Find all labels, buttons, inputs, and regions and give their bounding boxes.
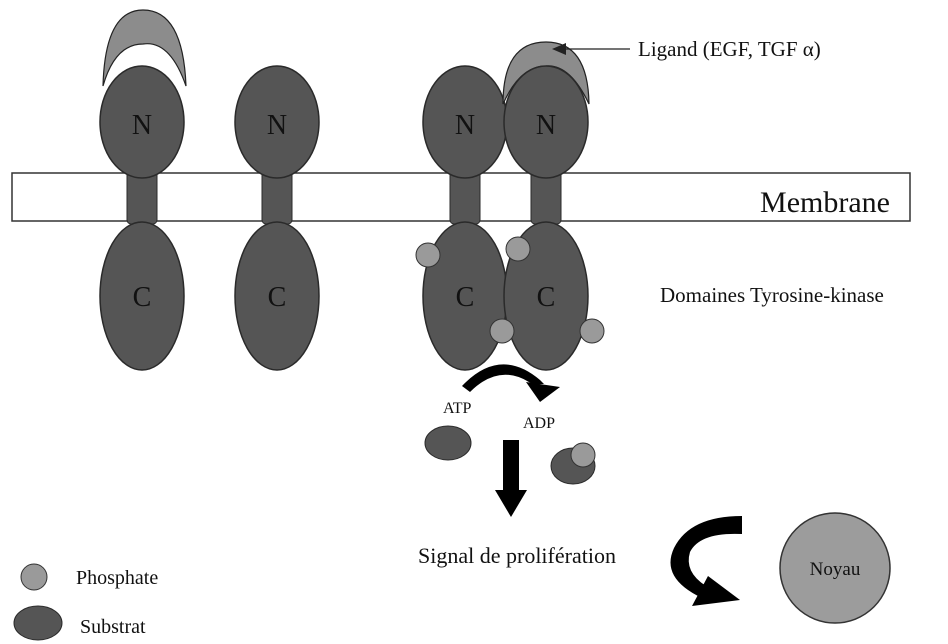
signal-to-nucleus-arrow <box>670 516 742 598</box>
receptor-c-label: C <box>537 282 556 313</box>
legend-substrat-swatch <box>13 605 63 641</box>
noyau-label: Noyau <box>810 559 861 580</box>
receptor-n-label: N <box>267 110 287 141</box>
receptor-n-domain <box>503 65 589 179</box>
down-arrow-head <box>495 490 527 517</box>
atp-adp-arrow <box>462 364 544 392</box>
receptor-2: N C <box>234 65 320 371</box>
ligand-pointer-head <box>552 43 566 55</box>
receptor-c-domain <box>234 221 320 371</box>
atp-label: ATP <box>443 400 472 417</box>
legend-phosphate-label: Phosphate <box>76 567 158 589</box>
receptor-1: N C <box>99 65 185 371</box>
signal-label: Signal de prolifération <box>418 543 616 568</box>
down-arrow-shaft <box>503 440 519 492</box>
ligand-crescent <box>102 9 187 87</box>
phosphate-dot <box>415 242 441 268</box>
substrate-blob <box>424 425 472 461</box>
receptor-c-label: C <box>456 282 475 313</box>
receptor-n-domain <box>99 65 185 179</box>
phosphate-dot <box>579 318 605 344</box>
legend: Phosphate Substrat <box>13 563 158 641</box>
noyau-circle <box>779 512 891 624</box>
receptor-n-label: N <box>132 110 152 141</box>
phosphate-dot <box>570 442 596 468</box>
ligand-label: Ligand (EGF, TGF α) <box>638 37 821 61</box>
legend-substrat-label: Substrat <box>80 616 146 638</box>
receptor-n-domain <box>234 65 320 179</box>
receptor-n-label: N <box>536 110 556 141</box>
adp-label: ADP <box>523 415 555 432</box>
receptor-c-label: C <box>133 282 152 313</box>
legend-phosphate-swatch <box>20 563 48 591</box>
domains-label: Domaines Tyrosine-kinase <box>660 283 884 307</box>
signal-to-nucleus-arrowhead <box>692 576 740 606</box>
receptor-n-label: N <box>455 110 475 141</box>
receptor-c-domain <box>99 221 185 371</box>
membrane-label: Membrane <box>760 186 890 219</box>
phosphate-dot <box>505 236 531 262</box>
atp-adp-arrowhead <box>526 382 560 402</box>
receptor-c-label: C <box>268 282 287 313</box>
phosphate-dot <box>489 318 515 344</box>
